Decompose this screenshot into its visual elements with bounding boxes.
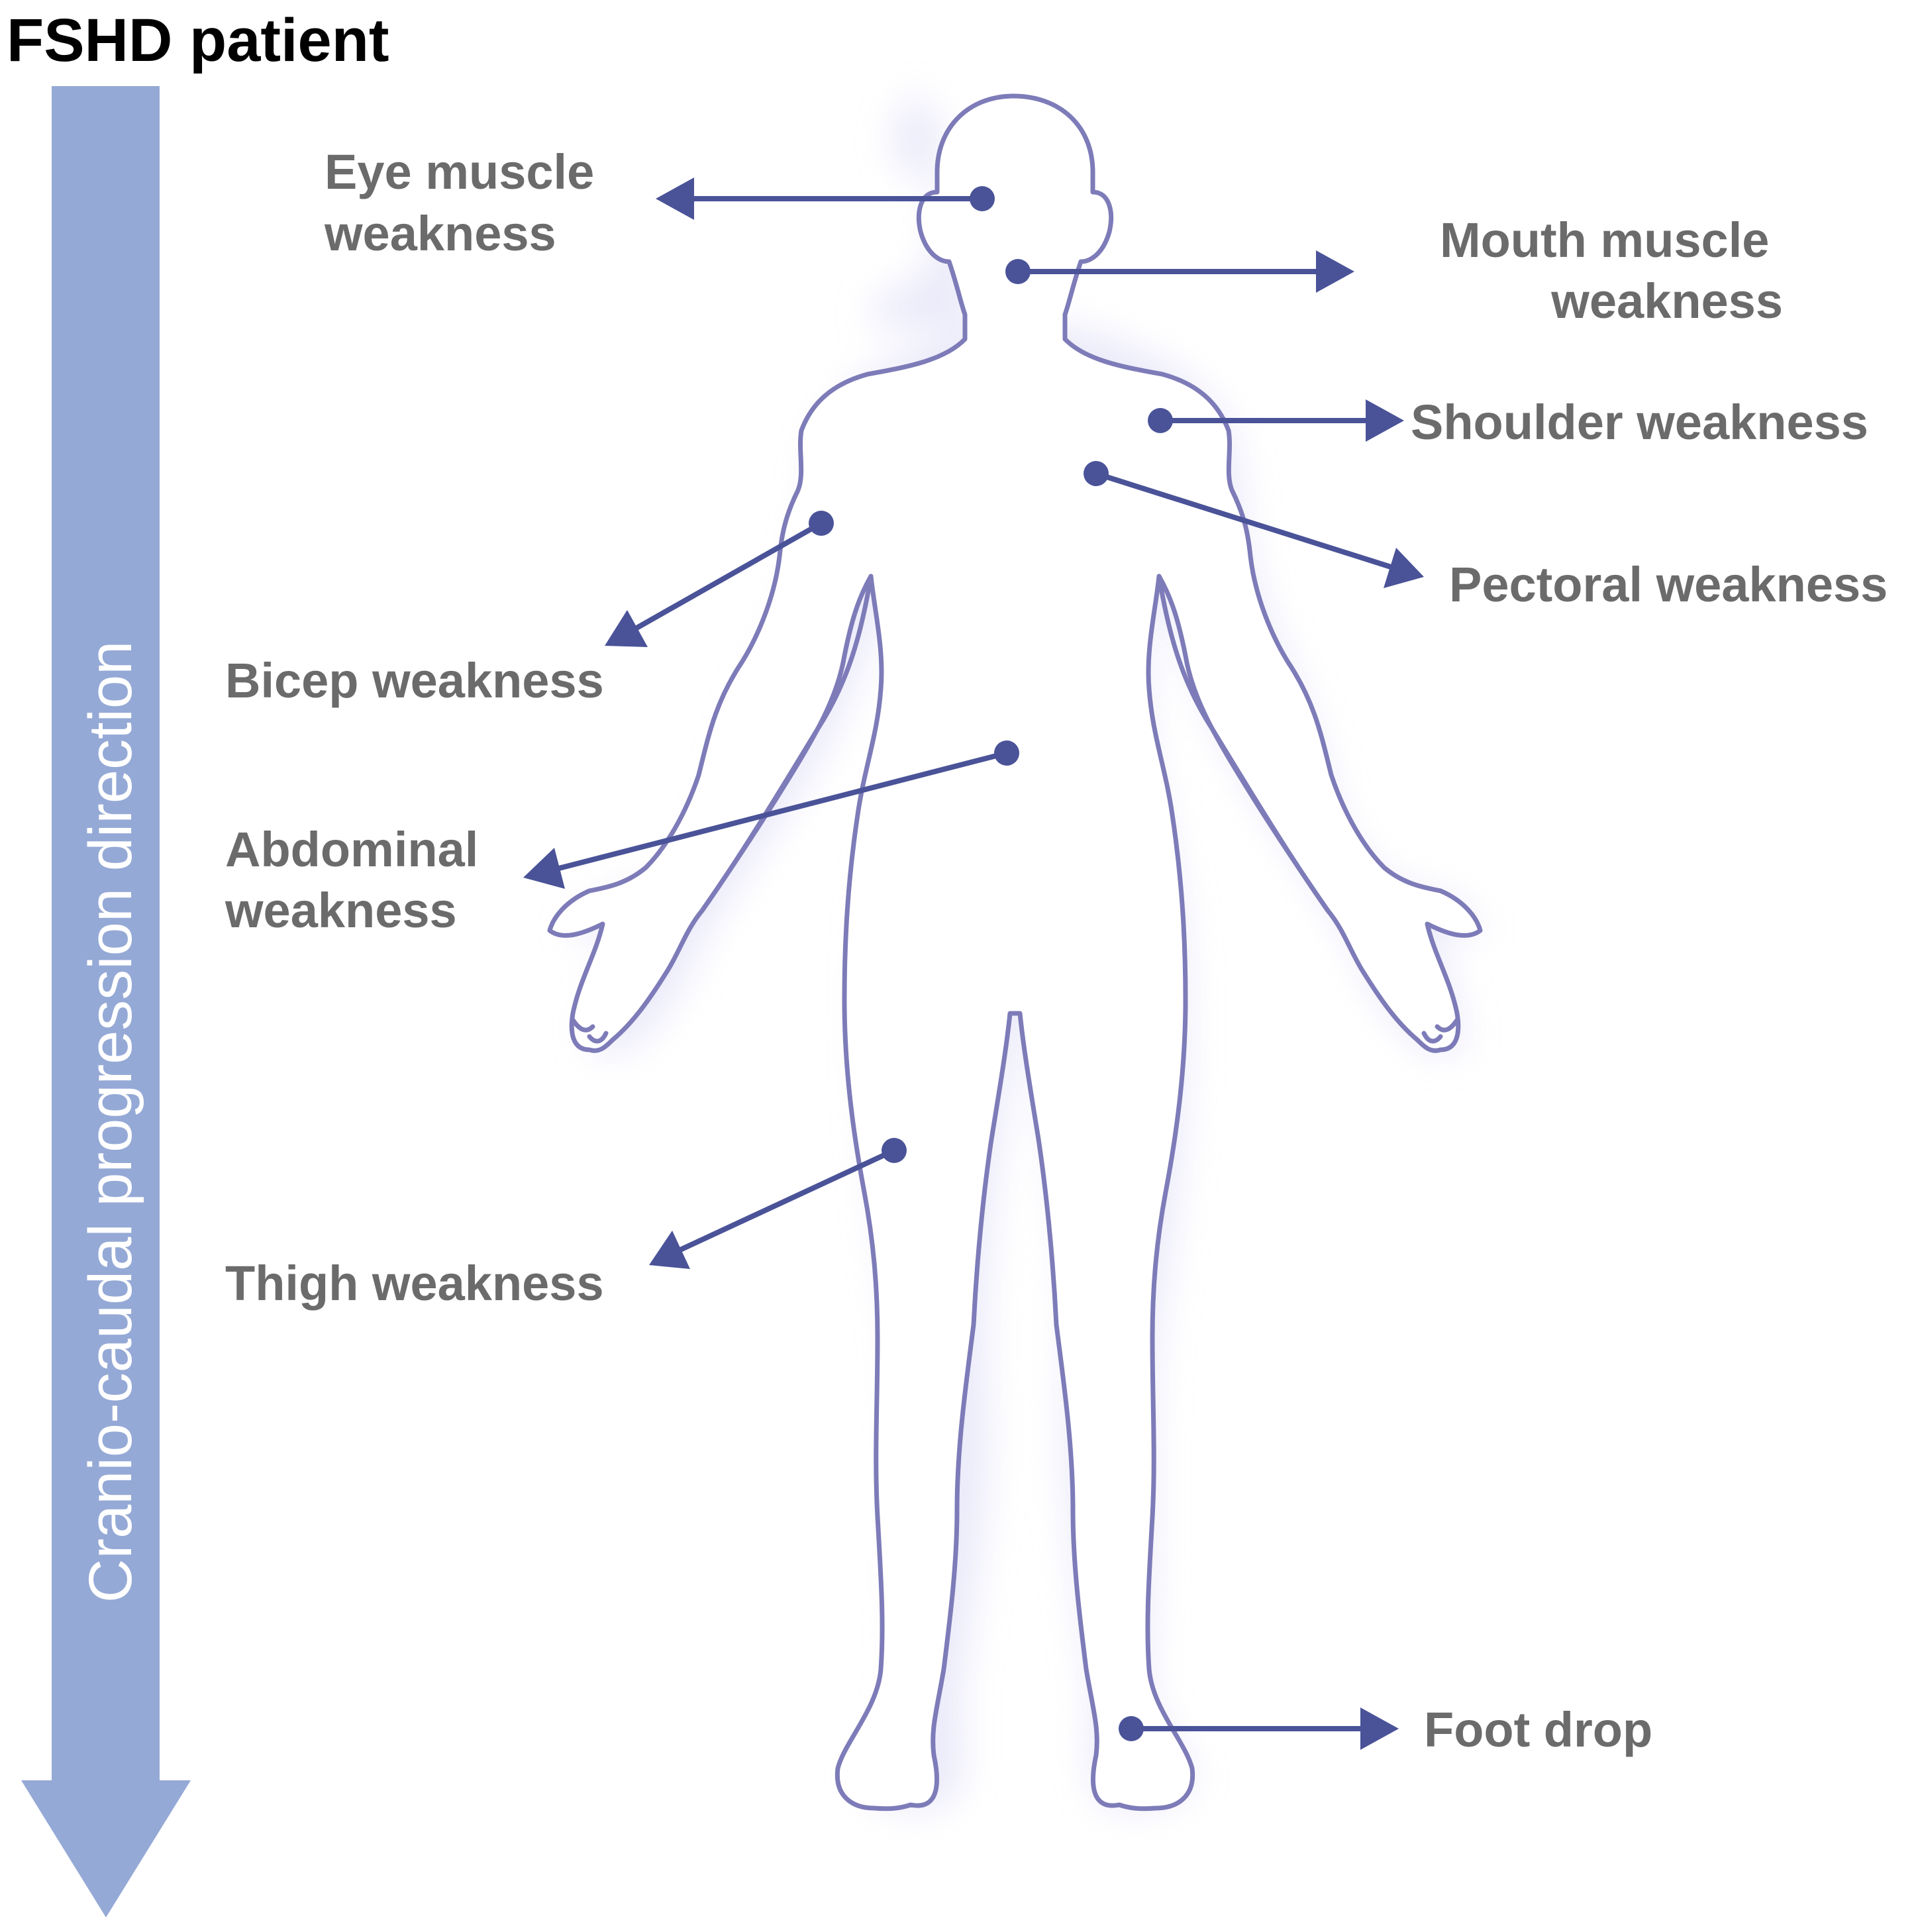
label-foot-drop: Foot drop bbox=[1424, 1702, 1652, 1757]
label-pectoral: Pectoral weakness bbox=[1449, 557, 1888, 612]
human-figure bbox=[547, 93, 1483, 1811]
pointer-thigh bbox=[649, 1138, 907, 1269]
left-arm-inner-line bbox=[699, 574, 874, 913]
page-title: FSHD patient bbox=[7, 7, 389, 74]
label-bicep: Bicep weakness bbox=[225, 653, 604, 708]
label-abdominal: Abdominal weakness bbox=[225, 822, 492, 938]
pointer-abdominal bbox=[523, 740, 1019, 889]
progression-arrow-shaft bbox=[52, 86, 160, 1782]
pointer-foot bbox=[1119, 1707, 1399, 1750]
pointer-pectoral bbox=[1084, 461, 1424, 588]
right-arm-inner-line bbox=[1156, 574, 1331, 913]
label-shoulder: Shoulder weakness bbox=[1411, 395, 1868, 450]
pointer-mouth bbox=[1005, 250, 1354, 293]
pointer-bicep bbox=[605, 511, 834, 647]
progression-arrow-head bbox=[21, 1780, 191, 1917]
progression-arrow: Cranio-caudal progression direction bbox=[21, 86, 191, 1917]
figure-outline bbox=[547, 93, 1483, 1811]
right-hand-fingers bbox=[1421, 1017, 1460, 1044]
label-mouth-muscle: Mouth muscle weakness bbox=[1440, 213, 1783, 329]
progression-arrow-label: Cranio-caudal progression direction bbox=[77, 641, 144, 1603]
label-eye-muscle: Eye muscle weakness bbox=[324, 144, 608, 261]
pointer-shoulder bbox=[1148, 399, 1404, 442]
pointer-eye bbox=[656, 178, 995, 220]
left-hand-fingers bbox=[570, 1017, 609, 1044]
label-thigh: Thigh weakness bbox=[225, 1256, 604, 1311]
